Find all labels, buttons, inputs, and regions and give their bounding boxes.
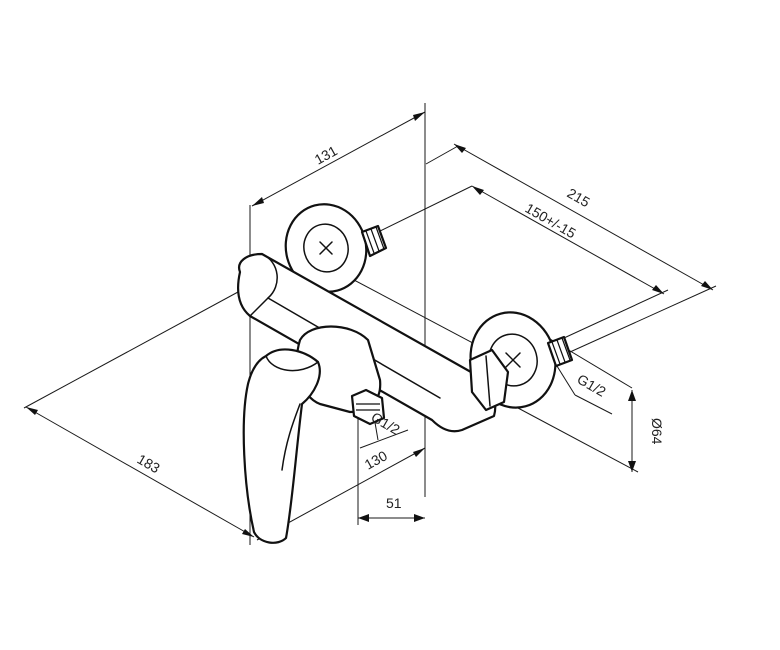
dimension-215-label: 215	[565, 185, 593, 211]
dimension-131-label: 131	[312, 142, 340, 167]
dimension-lines	[23, 103, 717, 545]
left-wall-flange	[284, 203, 388, 293]
shower-outlet	[350, 388, 386, 426]
dimension-diameter-label: Ø64	[649, 418, 665, 445]
mixer-lever	[242, 325, 382, 544]
dimension-130-label: 130	[362, 447, 390, 472]
dimension-150-label: 150+/-15	[523, 200, 579, 242]
dimension-51-label: 51	[386, 495, 402, 511]
thread-inlet-label: G1/2	[575, 371, 609, 400]
dimension-labels: 131 215 150+/-15 183 130 51 Ø64 G1/2 G1/…	[135, 142, 666, 511]
dimension-183-label: 183	[135, 451, 163, 477]
